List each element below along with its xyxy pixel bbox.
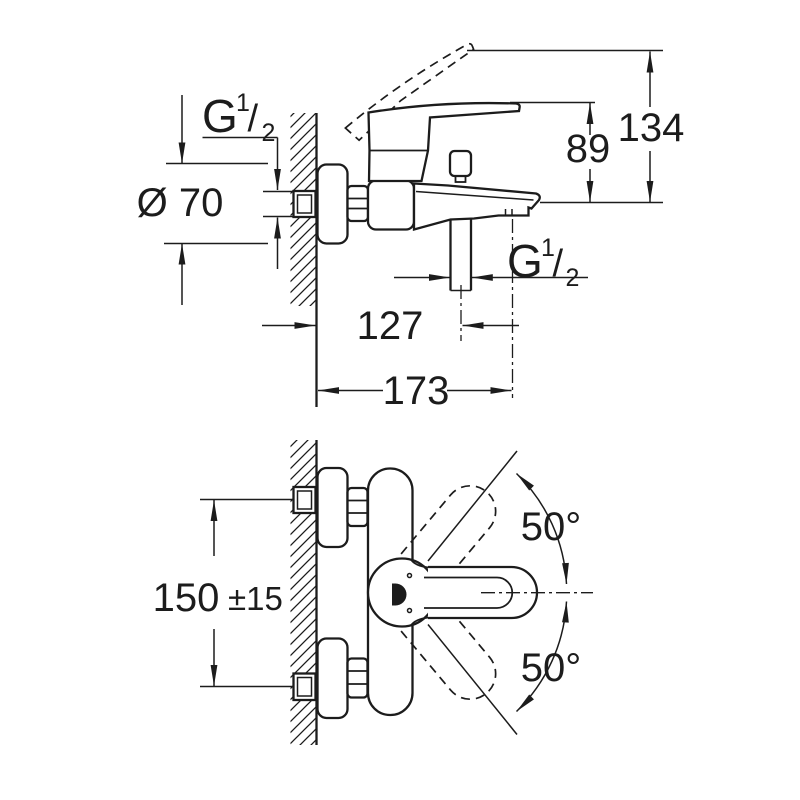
inlet-union-square (292, 189, 317, 219)
inlet-union-square-inner (296, 194, 313, 214)
wall-thread-g: G (202, 90, 238, 142)
hose-thread-g: G (507, 235, 543, 287)
wall-thread-denominator: 2 (262, 119, 276, 147)
lever-height-label: 89 (566, 127, 611, 171)
mixer-body-front (292, 466, 593, 720)
front-view-dimensions: 150 ±15 50° 50° (153, 450, 582, 735)
lever-fillet-bottom (409, 616, 429, 627)
wall-thread-slash: / (248, 98, 259, 140)
inlet-union-square-bottom (292, 672, 317, 702)
escutcheon-bottom (316, 637, 349, 720)
dim-center-distance: 150 ±15 (153, 498, 293, 688)
dim-total-height: 134 (467, 49, 685, 204)
wall-to-hose-label: 127 (357, 304, 424, 348)
escutcheon-top (316, 466, 349, 549)
dim-wall-thread: G 1 / 2 (202, 89, 293, 269)
hex-nut-bottom (346, 657, 369, 699)
lever-fillet-top (409, 558, 429, 569)
angle-ray-up (427, 450, 518, 562)
inlet-union-square-top-inner (296, 490, 313, 510)
extension-lines (200, 498, 293, 688)
wall-to-spout-label: 173 (383, 369, 450, 413)
indicator-dot-bottom (406, 607, 413, 614)
diverter-knob (448, 149, 473, 178)
top-view-side-elevation: G 1 / 2 Ø 70 89 (137, 42, 685, 413)
aerator-detail (504, 209, 513, 215)
escutcheon-side (316, 163, 349, 245)
hose-outlet-pipe (449, 218, 473, 291)
lever-raised-ghost (344, 42, 475, 142)
dim-wall-to-hose: 127 (262, 304, 519, 348)
wall-section (290, 113, 318, 407)
hex-nut-top (346, 486, 369, 528)
tolerance-label: ±15 (228, 580, 283, 617)
hex-nut-side (346, 184, 370, 223)
spout-contour-line (415, 190, 534, 201)
dim-flange-diameter: Ø 70 (137, 95, 268, 305)
angle-arc-down (515, 601, 569, 713)
swing-down-label: 50° (521, 646, 582, 690)
indicator-dot-top (406, 572, 413, 579)
hose-thread-slash: / (553, 243, 564, 285)
flange-diameter-label: Ø 70 (137, 181, 224, 225)
top-view-dimensions: G 1 / 2 Ø 70 89 (137, 49, 685, 413)
angle-arc-up (515, 472, 569, 585)
angle-ray-down (427, 624, 518, 735)
extension-lines (263, 190, 293, 218)
dim-lever-height: 89 (510, 101, 611, 202)
wall-thread-numerator: 1 (236, 89, 250, 117)
mixer-body-side (292, 42, 541, 398)
center-distance-label: 150 (153, 576, 220, 620)
body-connector (366, 179, 416, 231)
total-height-label: 134 (618, 106, 685, 150)
dim-swivel-angles: 50° 50° (427, 450, 582, 735)
inlet-union-square-top (292, 485, 317, 515)
hose-thread-numerator: 1 (541, 234, 555, 262)
dim-hose-thread: G 1 / 2 (394, 234, 588, 292)
inlet-union-square-bottom-inner (296, 676, 313, 697)
lever-marking (392, 583, 407, 606)
valve-body-and-lever (367, 101, 521, 183)
dim-wall-to-spout: 173 (318, 369, 512, 413)
front-view: 150 ±15 50° 50° (153, 440, 593, 745)
spout (412, 182, 541, 232)
swing-up-label: 50° (521, 505, 582, 549)
